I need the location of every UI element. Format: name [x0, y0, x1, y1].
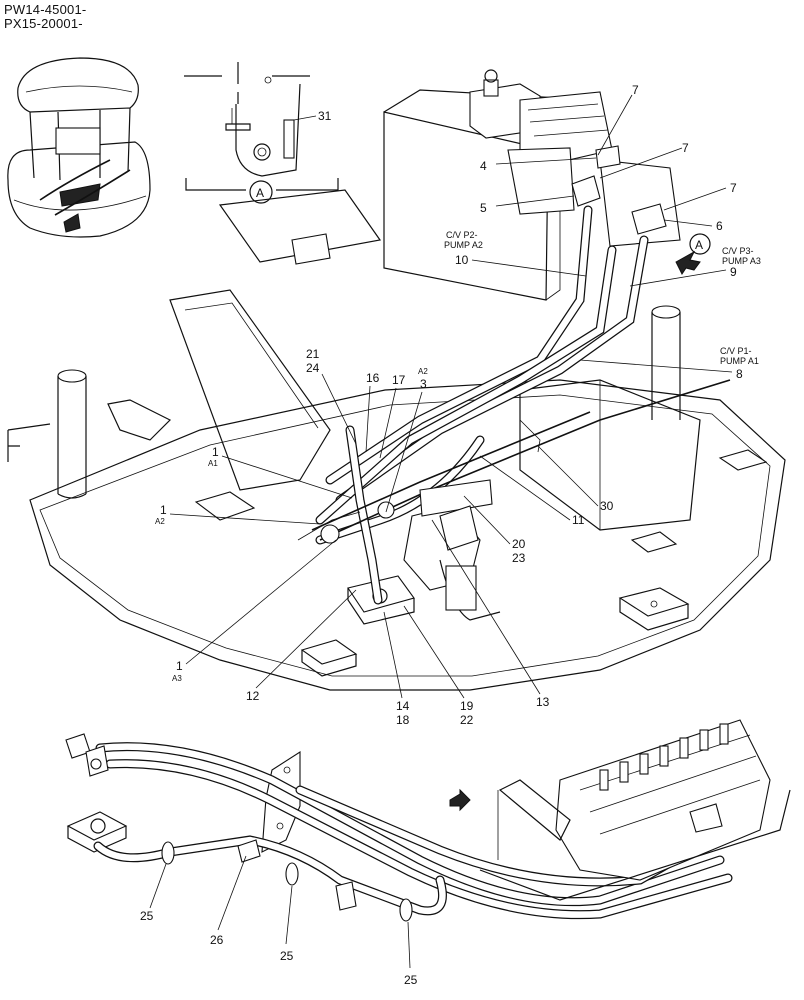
callout-16: 16 — [366, 371, 380, 385]
callout-4: 4 — [480, 159, 487, 173]
callout-25c: 25 — [404, 973, 418, 987]
callout-1-a1-sub: A1 — [208, 459, 218, 468]
view-a-arrow: A — [675, 233, 711, 275]
callout-1-a3-sub: A3 — [172, 674, 182, 683]
callout-3-sub: A2 — [418, 367, 428, 376]
callout-26: 26 — [210, 933, 224, 947]
hose-assembly — [297, 145, 731, 605]
callout-1-a1: 1 — [212, 445, 219, 459]
callout-25b: 25 — [280, 949, 294, 963]
callout-21: 21 — [306, 347, 320, 361]
pump-a2-note-line1: C/V P2- — [446, 230, 478, 240]
callout-11: 11 — [572, 513, 585, 527]
callout-10: 10 — [455, 253, 469, 267]
callout-3: 3 — [420, 377, 427, 391]
pump-a2-note-line2: PUMP A2 — [444, 240, 483, 250]
pump-a1-note-line1: C/V P1- — [720, 346, 752, 356]
upper-frame — [7, 69, 786, 691]
callout-23: 23 — [512, 551, 526, 565]
callout-8: 8 — [736, 367, 743, 381]
callout-7b: 7 — [682, 141, 689, 155]
callout-1-a2: 1 — [160, 503, 167, 517]
callout-7c: 7 — [730, 181, 737, 195]
callout-17: 17 — [392, 373, 406, 387]
callout-18: 18 — [396, 713, 410, 727]
callout-5: 5 — [480, 201, 487, 215]
callout-12: 12 — [246, 689, 260, 703]
callout-1-a2-sub: A2 — [155, 517, 165, 526]
serial-number-2: PX15-20001- — [4, 16, 83, 31]
view-a-label: A — [256, 186, 264, 200]
pump-a3-note-line2: PUMP A3 — [722, 256, 761, 266]
callout-1-a3: 1 — [176, 659, 183, 673]
callout-22: 22 — [460, 713, 474, 727]
callout-7a: 7 — [632, 83, 639, 97]
callout-30: 30 — [600, 499, 614, 513]
callout-6: 6 — [716, 219, 723, 233]
callout-13: 13 — [536, 695, 550, 709]
serial-number-1: PW14-45001- — [4, 2, 87, 17]
callouts-lower: 25 26 25 25 — [140, 855, 418, 987]
part-31-label: 31 — [318, 109, 332, 123]
detail-view-a: 31 A — [184, 62, 339, 204]
machine-thumbnail — [7, 57, 151, 238]
callouts-main: 7 7 7 4 5 6 C/V P2- PUMP A2 10 C/V P3- P… — [155, 83, 761, 727]
callout-20: 20 — [512, 537, 526, 551]
callout-19: 19 — [460, 699, 474, 713]
callout-25a: 25 — [140, 909, 154, 923]
callout-24: 24 — [306, 361, 320, 375]
view-a-marker-label: A — [695, 238, 703, 252]
pump-a1-note-line2: PUMP A1 — [720, 356, 759, 366]
callout-14: 14 — [396, 699, 410, 713]
lower-hose-detail — [65, 719, 791, 922]
pump-a3-note-line1: C/V P3- — [722, 246, 754, 256]
callout-9: 9 — [730, 265, 737, 279]
